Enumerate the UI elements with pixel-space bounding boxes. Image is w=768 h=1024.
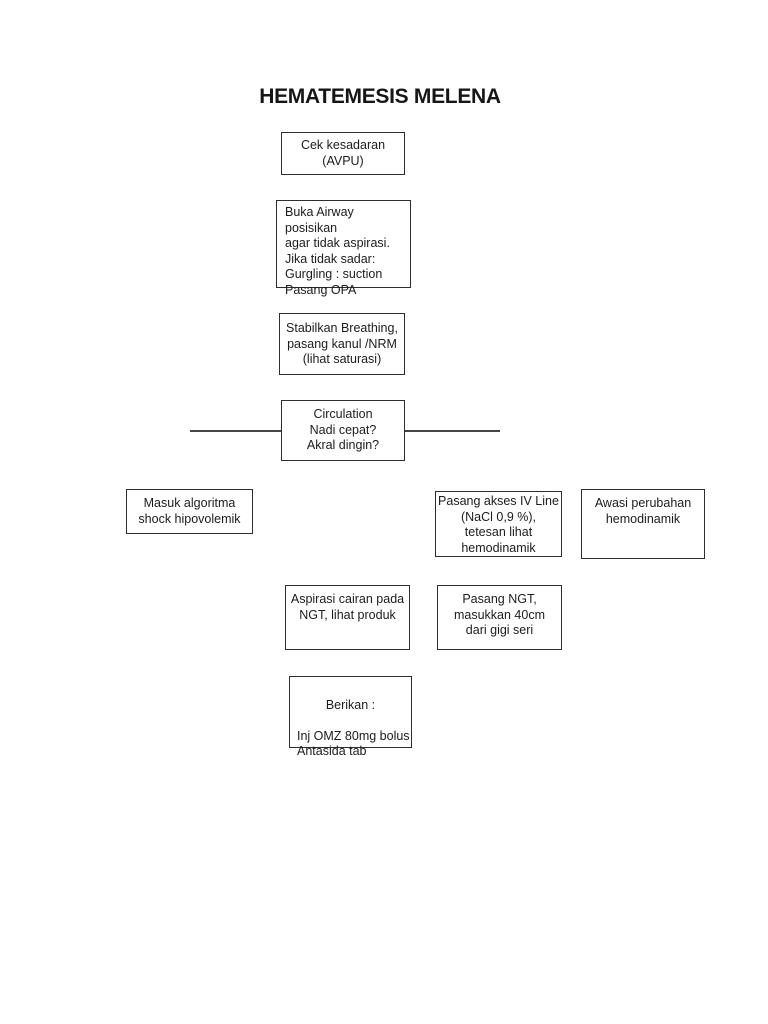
flow-box-berikan-body: Inj OMZ 80mg bolus Antasida tab [297,728,410,759]
flow-box-berikan-heading: Berikan : [325,697,376,712]
connector-line-right [405,430,500,432]
flow-box-masuk-algoritma-shock: Masuk algoritma shock hipovolemik [126,489,253,534]
flow-box-stabilkan-breathing: Stabilkan Breathing, pasang kanul /NRM (… [279,313,405,375]
flow-box-pasang-ngt: Pasang NGT, masukkan 40cm dari gigi seri [437,585,562,650]
flow-box-pasang-akses-iv-line: Pasang akses IV Line (NaCl 0,9 %), tetes… [435,491,562,557]
page-title: HEMATEMESIS MELENA [259,85,501,108]
flow-box-aspirasi-cairan-ngt: Aspirasi cairan pada NGT, lihat produk [285,585,410,650]
flow-box-berikan: Berikan : Inj OMZ 80mg bolus Antasida ta… [289,676,412,758]
flow-box-cek-kesadaran: Cek kesadaran (AVPU) [281,132,405,175]
flow-box-awasi-perubahan-hemodinamik: Awasi perubahan hemodinamik [581,489,705,559]
connector-line-left [190,430,281,432]
flow-box-circulation: Circulation Nadi cepat? Akral dingin? [281,400,405,461]
flow-box-buka-airway: Buka Airway posisikan agar tidak aspiras… [276,200,411,297]
